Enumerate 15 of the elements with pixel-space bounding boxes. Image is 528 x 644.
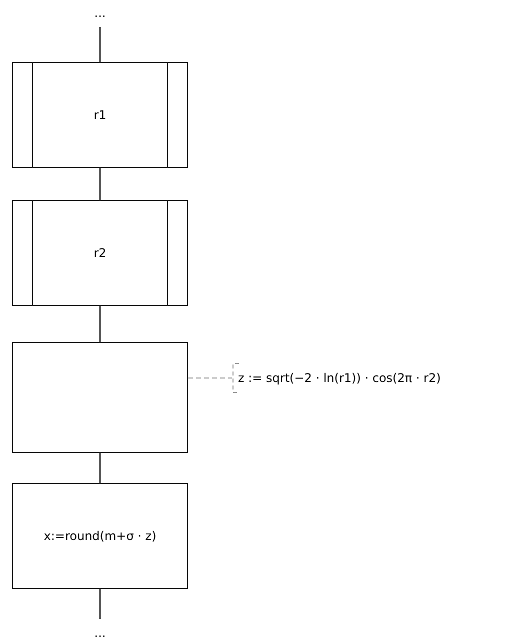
connector-line: [99, 168, 101, 200]
ellipsis: ...: [94, 626, 106, 640]
predefined-process-box: [12, 200, 188, 306]
ellipsis: ...: [94, 6, 106, 20]
connector-line: [99, 27, 101, 62]
process-box: [12, 342, 188, 453]
box-label: x:=round(m+σ · z): [44, 529, 156, 543]
predefined-process-box: [12, 62, 188, 168]
connector-line: [99, 306, 101, 342]
annotation-text: z := sqrt(−2 · ln(r1)) · cos(2π · r2): [238, 371, 441, 385]
connector-line: [99, 453, 101, 483]
box-label: r2: [94, 246, 106, 260]
box-label: r1: [94, 108, 106, 122]
connector-line: [99, 589, 101, 619]
process-box: [12, 483, 188, 589]
